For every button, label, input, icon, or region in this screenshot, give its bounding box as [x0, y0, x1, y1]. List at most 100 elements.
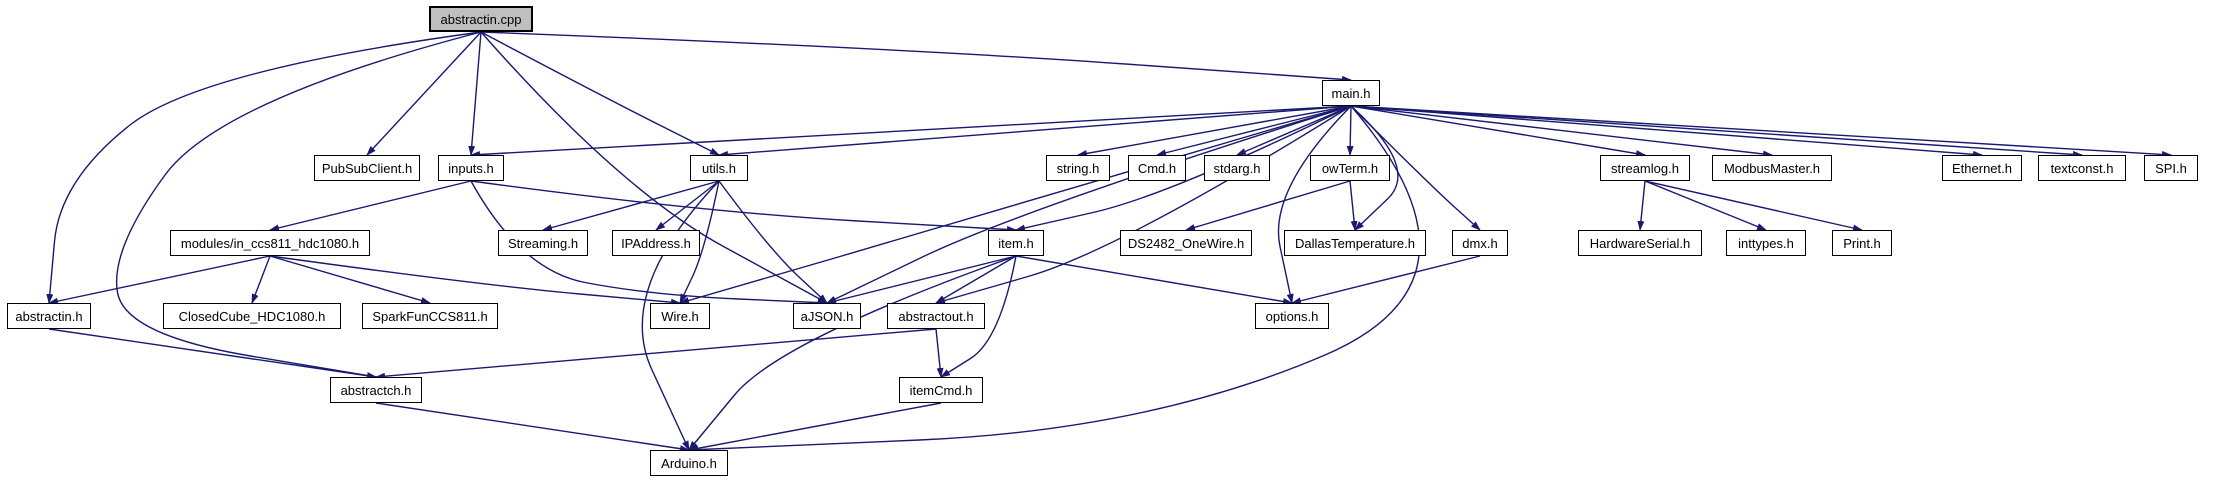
node-modules[interactable]: modules/in_ccs811_hdc1080.h	[170, 230, 370, 256]
edge-main-item	[1015, 105, 1352, 232]
node-stdarg[interactable]: stdarg.h	[1204, 155, 1270, 181]
node-dallas[interactable]: DallasTemperature.h	[1284, 230, 1426, 256]
node-label: SparkFunCCS811.h	[372, 308, 488, 324]
edge-cpp-inputs	[468, 31, 482, 156]
node-label: inputs.h	[448, 160, 494, 176]
edge-dmx-options	[1291, 255, 1481, 305]
node-label: Streaming.h	[507, 235, 579, 251]
edge-inputs-modules	[269, 180, 472, 232]
node-label: stdarg.h	[1213, 160, 1261, 176]
edge-main-inputs	[470, 105, 1352, 158]
edge-main-abstractout	[935, 105, 1352, 304]
node-ipaddress[interactable]: IPAddress.h	[612, 230, 700, 256]
node-label: dmx.h	[1462, 235, 1498, 251]
edge-cpp-pubsub	[366, 31, 482, 156]
edge-cpp-main	[480, 31, 1352, 83]
edge-abstractout-itemcmd	[935, 328, 944, 378]
node-label: abstractin.cpp	[440, 11, 522, 27]
node-itemcmd[interactable]: itemCmd.h	[899, 377, 983, 403]
node-label: ClosedCube_HDC1080.h	[178, 308, 326, 324]
node-textconst[interactable]: textconst.h	[2038, 155, 2126, 181]
node-label: streamlog.h	[1611, 160, 1679, 176]
node-item[interactable]: item.h	[988, 230, 1044, 256]
edge-item-arduino	[688, 255, 1017, 451]
edge-utils-ajson	[718, 180, 828, 304]
node-inttypes[interactable]: inttypes.h	[1726, 230, 1806, 256]
edge-item-abstractout	[935, 255, 1017, 304]
node-abstractout[interactable]: abstractout.h	[887, 303, 985, 329]
node-label: abstractch.h	[340, 382, 412, 398]
edge-main-owterm	[1346, 105, 1354, 156]
node-hwserial[interactable]: HardwareSerial.h	[1578, 230, 1702, 256]
node-ds2482[interactable]: DS2482_OneWire.h	[1120, 230, 1252, 256]
node-label: modules/in_ccs811_hdc1080.h	[180, 235, 360, 251]
edge-item-options	[1015, 255, 1293, 305]
node-sparkfun[interactable]: SparkFunCCS811.h	[362, 303, 498, 329]
node-label: Ethernet.h	[1952, 160, 2012, 176]
node-label: itemCmd.h	[909, 382, 973, 398]
edge-main-wire	[679, 105, 1352, 304]
node-ethernet[interactable]: Ethernet.h	[1942, 155, 2022, 181]
node-modbus[interactable]: ModbusMaster.h	[1712, 155, 1832, 181]
edge-main-ajson	[826, 105, 1352, 304]
edge-main-ethernet	[1350, 105, 1983, 158]
node-pubsub[interactable]: PubSubClient.h	[314, 155, 420, 181]
node-ajson[interactable]: aJSON.h	[793, 303, 861, 329]
node-arduino[interactable]: Arduino.h	[650, 450, 728, 476]
node-label: Wire.h	[661, 308, 699, 324]
node-label: main.h	[1331, 85, 1371, 101]
edge-utils-ipaddress	[655, 180, 720, 231]
edge-main-dallas	[1350, 105, 1399, 231]
node-label: SPI.h	[2155, 160, 2187, 176]
node-label: PubSubClient.h	[321, 160, 413, 176]
node-owterm[interactable]: owTerm.h	[1310, 155, 1390, 181]
edge-item-ajson	[826, 255, 1017, 305]
edge-cpp-abstractin_h	[46, 31, 482, 304]
edge-cpp-utils	[480, 31, 720, 156]
edge-modules-closedcube	[251, 255, 271, 304]
node-spi[interactable]: SPI.h	[2144, 155, 2198, 181]
node-streaming[interactable]: Streaming.h	[498, 230, 588, 256]
edge-itemcmd-arduino	[688, 402, 942, 452]
edge-main-string	[1077, 105, 1352, 157]
node-closedcube[interactable]: ClosedCube_HDC1080.h	[163, 303, 341, 329]
node-options[interactable]: options.h	[1255, 303, 1329, 329]
edge-utils-streaming	[542, 180, 720, 231]
node-cpp[interactable]: abstractin.cpp	[429, 6, 533, 32]
edge-utils-wire	[679, 180, 720, 304]
node-print[interactable]: Print.h	[1832, 230, 1892, 256]
node-abstractch[interactable]: abstractch.h	[330, 377, 422, 403]
node-string[interactable]: string.h	[1046, 155, 1110, 181]
node-label: DS2482_OneWire.h	[1127, 235, 1245, 251]
node-label: IPAddress.h	[621, 235, 691, 251]
edge-cpp-abstractch	[115, 31, 482, 379]
edge-streamlog-hwserial	[1637, 180, 1646, 231]
edge-modules-sparkfun	[269, 255, 431, 304]
edge-abstractin_h-abstractch	[48, 328, 377, 380]
edge-modules-abstractin_h	[48, 255, 271, 305]
edge-main-spi	[1350, 105, 2172, 158]
node-main[interactable]: main.h	[1322, 80, 1380, 106]
node-dmx[interactable]: dmx.h	[1452, 230, 1508, 256]
node-wire[interactable]: Wire.h	[650, 303, 710, 329]
edge-inputs-item	[470, 180, 1017, 233]
edge-main-textconst	[1350, 105, 2083, 158]
edge-main-stdarg	[1236, 105, 1352, 156]
node-label: ModbusMaster.h	[1723, 160, 1821, 176]
edge-main-cmd	[1156, 105, 1352, 157]
node-label: Print.h	[1843, 235, 1881, 251]
edge-abstractout-abstractch	[375, 328, 937, 380]
node-cmd[interactable]: Cmd.h	[1128, 155, 1186, 181]
edge-main-arduino	[688, 105, 1421, 454]
node-abstractin_h[interactable]: abstractin.h	[7, 303, 91, 329]
edge-main-utils	[718, 105, 1352, 158]
node-inputs[interactable]: inputs.h	[438, 155, 504, 181]
node-streamlog[interactable]: streamlog.h	[1600, 155, 1690, 181]
node-label: abstractout.h	[898, 308, 974, 324]
node-label: DallasTemperature.h	[1295, 235, 1415, 251]
node-label: abstractin.h	[15, 308, 83, 324]
node-utils[interactable]: utils.h	[690, 155, 748, 181]
edge-abstractch-arduino	[375, 402, 690, 453]
edge-owterm-ds2482	[1185, 180, 1351, 231]
